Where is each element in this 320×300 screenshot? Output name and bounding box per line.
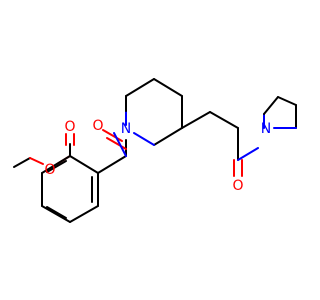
bond-chain-to-pyrrolidine-n — [237, 147, 259, 161]
bond-chain-1 — [181, 111, 211, 129]
bond-benzene-3 — [69, 205, 99, 223]
bond-amide-carbon-to-n — [113, 132, 127, 157]
bond-pip-n-2 — [133, 132, 155, 146]
bond-benzene-inner-2 — [46, 206, 67, 219]
molecule-structure-diagram: O O O N O N — [13, 78, 297, 223]
bond-pyr-1 — [263, 96, 279, 115]
atom-piperidine-n: N — [121, 121, 131, 137]
atom-amide-o-upper: O — [92, 118, 103, 134]
atom-amide-o-lower: O — [232, 178, 243, 194]
bond-amide-oxygen-double-right — [106, 137, 127, 150]
bond-benzene-to-amide-carbon — [97, 155, 127, 174]
bond-methyl-oxygen-red — [29, 157, 44, 165]
bond-benzene-6 — [41, 155, 71, 174]
bond-pip-2 — [125, 78, 155, 97]
bond-methyl-oxygen — [13, 157, 31, 168]
bond-pip-5 — [153, 127, 183, 146]
atom-ester-o-methyl: O — [44, 162, 55, 178]
bond-amide-oxygen-double-left — [102, 129, 123, 142]
atom-ester-o-carbonyl: O — [64, 119, 75, 135]
bond-benzene-4 — [41, 205, 71, 223]
bond-pyr-2 — [277, 96, 297, 106]
bond-pip-3 — [153, 78, 183, 97]
bond-chain-2 — [209, 111, 239, 129]
bond-benzene-inner-3 — [46, 160, 67, 173]
atom-pyrrolidine-n: N — [261, 121, 271, 137]
bond-benzene-1 — [69, 155, 99, 174]
